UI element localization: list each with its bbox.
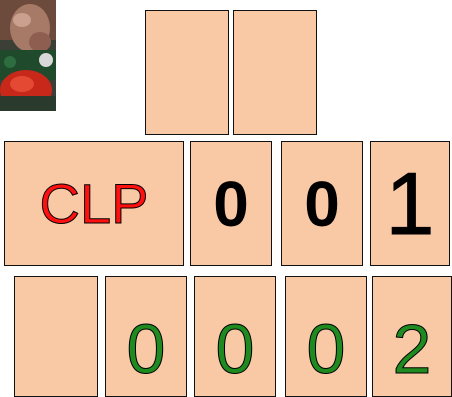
tile-bottom-digit-4-text: 2 xyxy=(393,314,432,384)
tile-bottom-digit-3: 0 xyxy=(285,276,367,397)
tile-top-1 xyxy=(145,10,229,135)
tile-bottom-digit-2: 0 xyxy=(194,276,276,397)
tile-bottom-1 xyxy=(14,276,98,397)
tile-bottom-digit-1: 0 xyxy=(105,276,187,397)
tile-middle-digit-1-text: 0 xyxy=(213,172,249,236)
tile-clp-text: CLP xyxy=(40,176,149,232)
tile-bottom-digit-2-text: 0 xyxy=(216,314,255,384)
photo-thumbnail xyxy=(0,0,56,111)
tile-middle-digit-2: 0 xyxy=(281,141,363,266)
tile-middle-digit-2-text: 0 xyxy=(304,172,340,236)
tile-bottom-digit-3-text: 0 xyxy=(307,314,346,384)
tile-middle-digit-1: 0 xyxy=(190,141,272,266)
tile-bottom-digit-1-text: 0 xyxy=(127,314,166,384)
tile-clp-label: CLP xyxy=(4,141,184,266)
photo-thumbnail-icon xyxy=(0,0,56,111)
tile-top-2 xyxy=(233,10,317,135)
tile-middle-digit-3-text: 1 xyxy=(386,160,435,248)
tile-bottom-digit-4: 2 xyxy=(372,276,452,397)
tile-middle-digit-3: 1 xyxy=(370,141,450,266)
